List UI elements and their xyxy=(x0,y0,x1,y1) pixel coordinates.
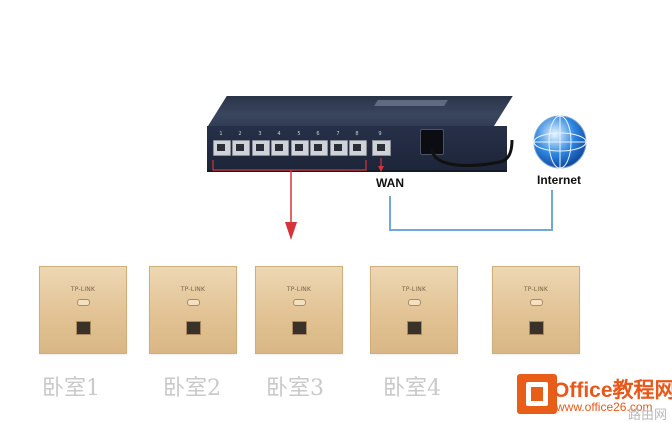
wall-panel-4: TP-LINK xyxy=(370,266,458,354)
lan-port-number-8: 8 xyxy=(355,131,359,137)
panel-brand: TP-LINK xyxy=(180,286,206,293)
wall-panel-1: TP-LINK xyxy=(39,266,127,354)
panel-brand: TP-LINK xyxy=(401,286,427,293)
lan-port-number-2: 2 xyxy=(238,131,242,137)
watermark-url: www.office26.com xyxy=(556,400,653,414)
power-cable xyxy=(430,139,514,167)
watermark-title: Office教程网 xyxy=(553,379,672,402)
lan-port-number-6: 6 xyxy=(316,131,320,137)
ethernet-jack-icon xyxy=(186,321,201,335)
ethernet-jack-icon xyxy=(292,321,307,335)
internet-label: Internet xyxy=(537,173,582,187)
lan-port-2 xyxy=(232,140,250,156)
panel-led xyxy=(408,299,421,306)
panel-led xyxy=(77,299,90,306)
lan-port-number-1: 1 xyxy=(219,131,223,137)
wall-panel-5: TP-LINK xyxy=(492,266,580,354)
lan-port-number-3: 3 xyxy=(258,131,262,137)
room-label-2: 卧室2 xyxy=(163,376,221,401)
panel-led xyxy=(187,299,200,306)
wall-panel-3: TP-LINK xyxy=(255,266,343,354)
lan-port-5 xyxy=(291,140,309,156)
wall-panel-2: TP-LINK xyxy=(149,266,237,354)
panel-brand: TP-LINK xyxy=(523,286,549,293)
office-logo-icon xyxy=(517,374,557,414)
panel-led xyxy=(293,299,306,306)
lan-port-number-5: 5 xyxy=(297,131,301,137)
panel-brand: TP-LINK xyxy=(70,286,96,293)
lan-bracket xyxy=(212,160,367,171)
lan-port-4 xyxy=(271,140,289,156)
room-label-3: 卧室3 xyxy=(266,376,324,401)
ethernet-jack-icon xyxy=(529,321,544,335)
lan-port-number-4: 4 xyxy=(277,131,281,137)
lan-port-8 xyxy=(349,140,367,156)
wan-port-number: 9 xyxy=(378,131,382,137)
wan-arrow-head xyxy=(378,166,384,172)
wan-label: WAN xyxy=(376,176,404,190)
lan-port-3 xyxy=(252,140,270,156)
ethernet-jack-icon xyxy=(407,321,422,335)
panel-brand: TP-LINK xyxy=(286,286,312,293)
panel-led xyxy=(530,299,543,306)
lan-arrow-head xyxy=(285,222,297,240)
room-label-4: 卧室4 xyxy=(383,376,441,401)
watermark-corner: 路由网 xyxy=(628,408,668,423)
wan-cable xyxy=(389,190,553,231)
lan-port-1 xyxy=(213,140,231,156)
ethernet-jack-icon xyxy=(76,321,91,335)
lan-port-number-7: 7 xyxy=(336,131,340,137)
lan-port-6 xyxy=(310,140,328,156)
globe-icon xyxy=(533,115,587,169)
lan-port-7 xyxy=(330,140,348,156)
room-label-1: 卧室1 xyxy=(42,376,100,401)
wan-port xyxy=(372,140,391,156)
